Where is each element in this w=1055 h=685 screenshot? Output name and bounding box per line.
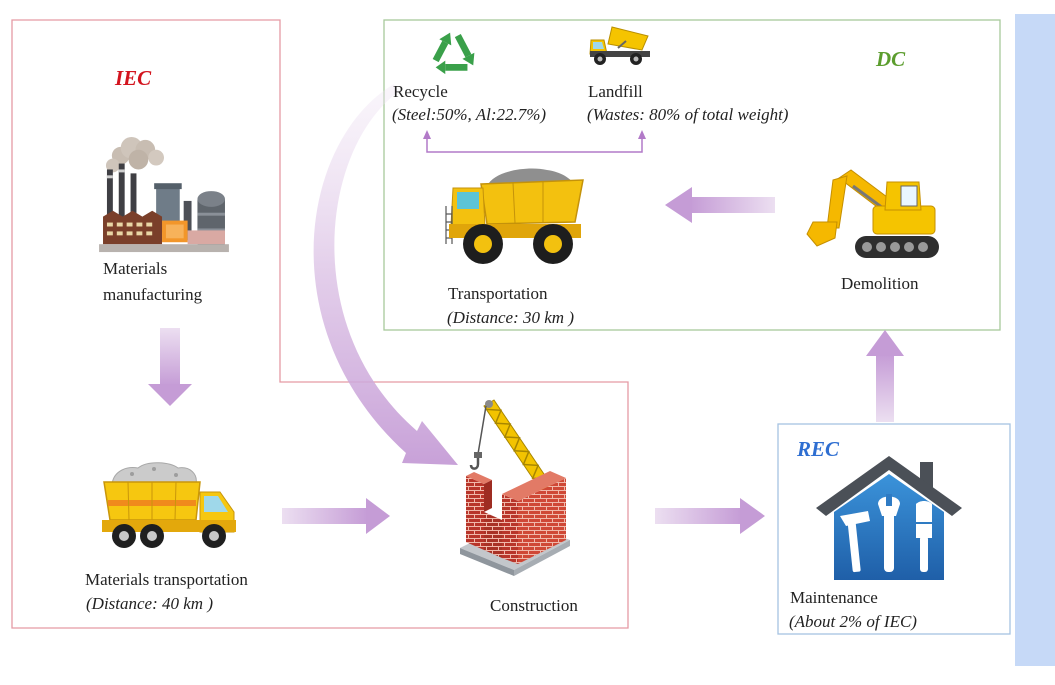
arrow-down-manufacturing (148, 328, 192, 406)
chimneys (106, 163, 137, 227)
recycle-icon (426, 24, 480, 76)
arrow-left-to-transportation (665, 187, 775, 223)
roof (816, 456, 962, 516)
recycle-to-construction-arrow (313, 84, 458, 465)
gravel-load (111, 462, 197, 485)
bracket-arrowhead-left (423, 130, 431, 139)
excavator-icon (803, 166, 943, 264)
cab-window (457, 192, 479, 209)
excavator-bucket (806, 221, 838, 247)
rec-region-border (777, 423, 1011, 635)
recycle-note: (Steel:50%, Al:22.7%) (392, 105, 547, 124)
arrow-right-to-maintenance (655, 498, 765, 534)
recycle-label: Recycle (393, 82, 448, 101)
landfill-label: Landfill (588, 82, 643, 101)
demolition-label: Demolition (841, 274, 919, 293)
dump-truck-icon (98, 460, 238, 552)
factory-icon (98, 136, 230, 256)
dump-bed (480, 179, 584, 225)
side-panel (1015, 14, 1055, 666)
landfill-dump-truck-icon (588, 24, 654, 66)
wheels (112, 524, 226, 548)
crane-hook (469, 458, 480, 470)
brick-building (103, 210, 163, 245)
hammer-icon (840, 511, 870, 573)
arrow-up-to-demolition (866, 330, 904, 422)
maintenance-label: Maintenance (790, 588, 878, 607)
materials-manufacturing-label-line2: manufacturing (103, 285, 203, 304)
materials-transportation-distance: (Distance: 40 km ) (86, 594, 213, 613)
bracket-arrowhead-right (638, 130, 646, 139)
paintbrush-icon (916, 501, 932, 572)
recycle-landfill-bracket (426, 136, 643, 153)
wrench-icon (878, 494, 900, 572)
construction-label: Construction (490, 596, 578, 615)
mining-dump-truck-icon (443, 164, 585, 266)
iec-label: IEC (115, 66, 152, 90)
materials-transportation-label: Materials transportation (85, 570, 248, 589)
excavator-stick (826, 175, 848, 229)
transportation-label: Transportation (448, 284, 548, 303)
iec-region-border (11, 19, 629, 629)
transportation-distance: (Distance: 30 km ) (447, 308, 574, 327)
rec-label: REC (797, 437, 840, 461)
dc-label: DC (876, 47, 906, 71)
dc-region-border (383, 19, 1001, 331)
smoke (105, 136, 164, 173)
crane-brick-wall-icon (456, 398, 574, 576)
crane-cable (477, 405, 487, 455)
maintenance-note: (About 2% of IEC) (789, 612, 917, 631)
house-tools-icon (816, 456, 962, 584)
ground (99, 244, 229, 253)
materials-manufacturing-label-line1: Materials (103, 259, 168, 278)
cab-window (204, 496, 228, 512)
brick-wall (466, 471, 566, 564)
wheels (463, 224, 573, 264)
landfill-note: (Wastes: 80% of total weight) (587, 105, 789, 124)
arrow-right-to-construction (282, 498, 390, 534)
tilted-bed (607, 26, 649, 51)
